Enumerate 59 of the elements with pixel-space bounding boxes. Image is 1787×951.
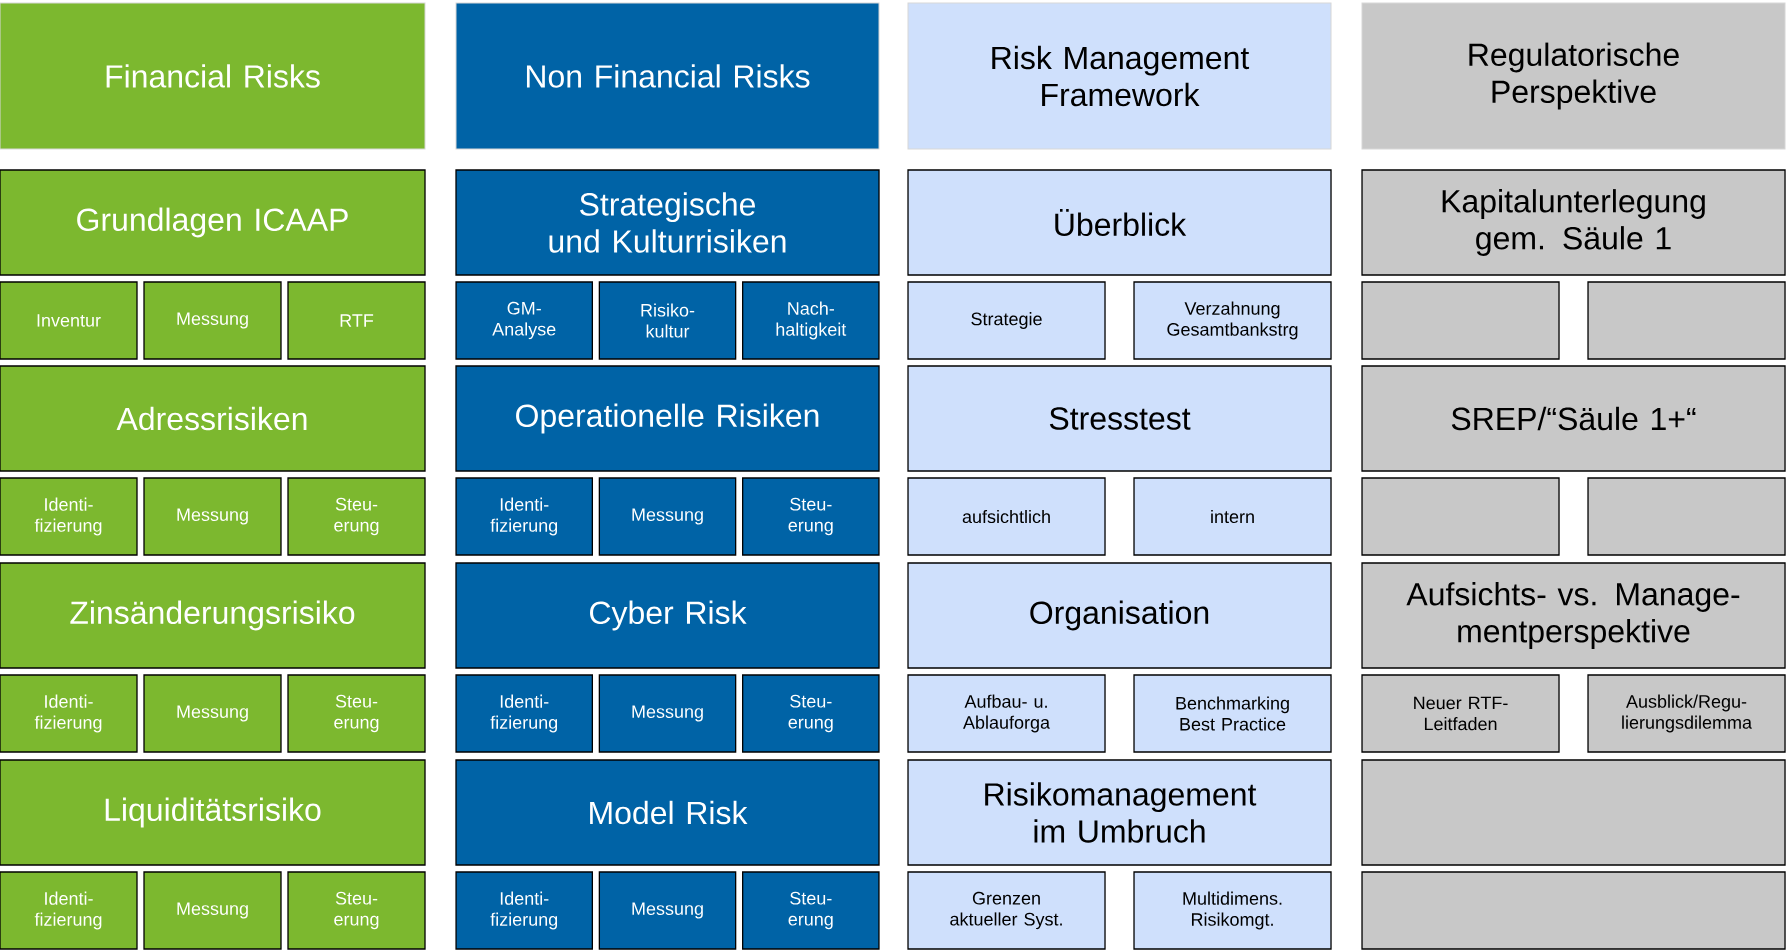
topic-box: Organisation: [907, 562, 1332, 669]
subtopic-box: Messung: [143, 674, 282, 753]
topic-box: Liquiditätsrisiko: [0, 759, 426, 866]
subtopic-box: intern: [1133, 477, 1332, 556]
empty-box: [1587, 477, 1786, 556]
topic-box: Operationelle Risiken: [455, 365, 880, 472]
subtopic-box: Benchmarking Best Practice: [1133, 674, 1332, 753]
empty-box: [1361, 281, 1560, 360]
subtopic-box: Identi- fizierung: [455, 477, 593, 556]
topic-box: Risikomanagement im Umbruch: [907, 759, 1332, 866]
subtopic-box: Messung: [598, 871, 737, 950]
column-header: Risk Management Framework: [907, 2, 1332, 150]
subtopic-box: Risiko- kultur: [598, 281, 737, 360]
topic-box: Kapitalunterlegung gem. Säule 1: [1361, 169, 1786, 276]
topic-box: Strategische und Kulturrisiken: [455, 169, 880, 276]
subtopic-box: aufsichtlich: [907, 477, 1106, 556]
subtopic-box: GM- Analyse: [455, 281, 593, 360]
subtopic-box: Steu- erung: [287, 674, 426, 753]
column-header: Non Financial Risks: [455, 2, 880, 150]
topic-box: Aufsichts- vs. Manage- mentperspektive: [1361, 562, 1786, 669]
empty-box: [1361, 477, 1560, 556]
subtopic-box: Steu- erung: [742, 674, 880, 753]
topic-box: Grundlagen ICAAP: [0, 169, 426, 276]
subtopic-box: Aufbau- u. Ablauforga: [907, 674, 1106, 753]
subtopic-box: Identi- fizierung: [0, 674, 138, 753]
subtopic-box: Messung: [143, 477, 282, 556]
subtopic-box: Messung: [143, 871, 282, 950]
empty-box: [1587, 281, 1786, 360]
topic-box: Adressrisiken: [0, 365, 426, 472]
subtopic-box: Verzahnung Gesamtbankstrg: [1133, 281, 1332, 360]
subtopic-box: RTF: [287, 281, 426, 360]
subtopic-box: Steu- erung: [287, 871, 426, 950]
subtopic-box: Identi- fizierung: [455, 871, 593, 950]
column-header: Financial Risks: [0, 2, 426, 150]
subtopic-box: Identi- fizierung: [0, 477, 138, 556]
subtopic-box: Identi- fizierung: [455, 674, 593, 753]
subtopic-box: Steu- erung: [742, 477, 880, 556]
subtopic-box: Multidimens. Risikomgt.: [1133, 871, 1332, 950]
subtopic-box: Ausblick/Regu- lierungsdilemma: [1587, 674, 1786, 753]
topic-box: Zinsänderungsrisiko: [0, 562, 426, 669]
empty-box: [1361, 759, 1786, 866]
topic-box: Model Risk: [455, 759, 880, 866]
subtopic-box: Grenzen aktueller Syst.: [907, 871, 1106, 950]
subtopic-box: Neuer RTF- Leitfaden: [1361, 674, 1560, 753]
subtopic-box: Messung: [598, 477, 737, 556]
topic-box: Stresstest: [907, 365, 1332, 472]
subtopic-box: Steu- erung: [742, 871, 880, 950]
topic-box: SREP/“Säule 1+“: [1361, 365, 1786, 472]
subtopic-box: Nach- haltigkeit: [742, 281, 880, 360]
subtopic-box: Messung: [143, 281, 282, 360]
subtopic-box: Steu- erung: [287, 477, 426, 556]
empty-box: [1361, 871, 1786, 950]
subtopic-box: Identi- fizierung: [0, 871, 138, 950]
topic-box: Cyber Risk: [455, 562, 880, 669]
column-header: Regulatorische Perspektive: [1361, 2, 1786, 150]
subtopic-box: Strategie: [907, 281, 1106, 360]
subtopic-box: Inventur: [0, 281, 138, 360]
subtopic-box: Messung: [598, 674, 737, 753]
topic-box: Überblick: [907, 169, 1332, 276]
